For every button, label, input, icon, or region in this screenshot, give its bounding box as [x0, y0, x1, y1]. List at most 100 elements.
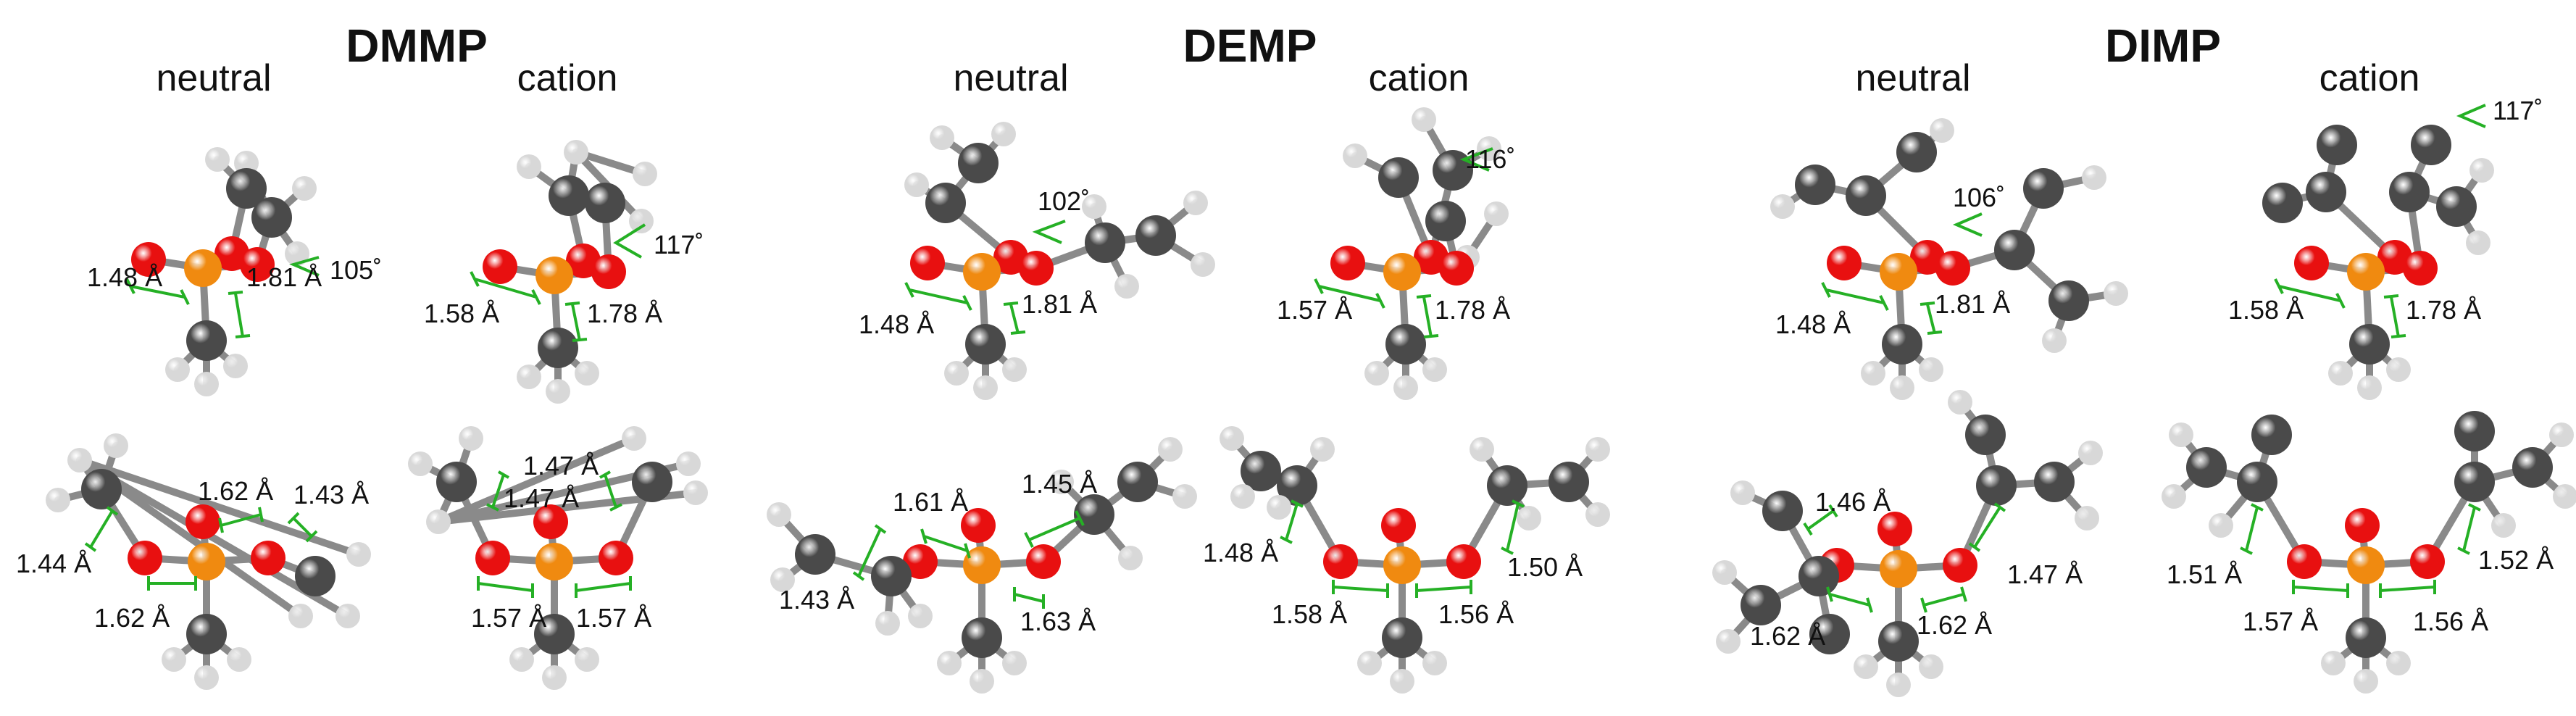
- carbon-atom: [2389, 172, 2430, 212]
- dmmp-neutral-po-bracket: [147, 576, 197, 591]
- oxygen-atom: [591, 254, 626, 289]
- carbon-atom: [295, 556, 335, 596]
- dmmp-cation-po-right-length: 1.57 Å: [576, 603, 651, 633]
- hydrogen-atom: [1114, 274, 1139, 299]
- hydrogen-atom: [194, 372, 219, 396]
- dmmp-neutral-po-double-length: 1.48 Å: [87, 262, 162, 292]
- hydrogen-atom: [564, 140, 588, 165]
- hydrogen-atom: [1712, 560, 1737, 585]
- hydrogen-atom: [1267, 495, 1291, 520]
- hydrogen-atom: [1357, 651, 1382, 675]
- hydrogen-atom: [1118, 546, 1143, 570]
- dimp-cation-oc-right-bracket: [2457, 503, 2481, 555]
- carbon-atom: [1085, 222, 1125, 263]
- demp-neutral-bottom-molecule: [767, 437, 1197, 694]
- carbon-atom: [958, 143, 999, 183]
- hydrogen-atom: [2042, 328, 2067, 353]
- hydrogen-atom: [2169, 422, 2193, 447]
- carbon-atom: [2317, 125, 2357, 165]
- hydrogen-atom: [2386, 651, 2411, 675]
- dimp-cation-po-right-bracket: [2379, 580, 2436, 598]
- carbon-atom: [585, 183, 625, 223]
- carbon-atom: [1741, 585, 1781, 625]
- hydrogen-atom: [1484, 201, 1509, 226]
- demp-neutral-pc-bracket: [1003, 301, 1026, 335]
- dimp-cation-po-left-length: 1.57 Å: [2243, 607, 2318, 636]
- hydrogen-atom: [1172, 484, 1197, 509]
- demp-neutral-molecule: [904, 122, 1215, 400]
- hydrogen-atom: [1220, 426, 1244, 451]
- hydrogen-atom: [1310, 437, 1335, 462]
- hydrogen-atom: [1049, 470, 1074, 494]
- carbon-atom: [1117, 462, 1158, 502]
- dimp-cation-oc-right-length: 1.52 Å: [2478, 545, 2554, 575]
- carbon-atom: [1385, 324, 1426, 365]
- hydrogen-atom: [770, 567, 795, 592]
- carbon-atom: [1277, 465, 1317, 506]
- carbon-atom: [2454, 462, 2495, 502]
- demp-cation-pc-length: 1.78 Å: [1435, 295, 1510, 325]
- hydrogen-atom: [629, 209, 654, 233]
- phosphorus-atom: [535, 257, 573, 294]
- hydrogen-atom: [1422, 357, 1447, 382]
- hydrogen-atom: [1082, 194, 1106, 219]
- hydrogen-atom: [292, 176, 317, 201]
- demp-neutral-angle-mark: [1032, 220, 1066, 244]
- dmmp-cation-po-double-length: 1.58 Å: [424, 299, 499, 328]
- carbon-atom: [1382, 617, 1422, 658]
- hydrogen-atom: [1585, 502, 1610, 527]
- phosphorus-atom: [963, 253, 1001, 291]
- hydrogen-atom: [683, 480, 708, 505]
- dimp-cation-angle: 117˚: [2493, 96, 2543, 125]
- carbon-atom: [1896, 132, 1937, 172]
- hydrogen-atom: [1861, 361, 1885, 386]
- dimp-neutral-po-left-length: 1.62 Å: [1750, 621, 1825, 651]
- demp-neutral-po-bracket: [904, 282, 972, 311]
- hydrogen-atom: [937, 651, 962, 675]
- hydrogen-atom: [459, 426, 483, 451]
- oxygen-atom: [1323, 544, 1358, 579]
- dimp-cation-oc-left-bracket: [2240, 503, 2264, 555]
- hydrogen-atom: [509, 647, 534, 672]
- phosphorus-atom: [188, 543, 225, 580]
- atoms-layer: [46, 104, 2576, 697]
- hydrogen-atom: [2328, 361, 2353, 386]
- demp-neutral-po-left-bracket: [920, 528, 971, 559]
- hydrogen-atom: [2491, 513, 2516, 538]
- carbon-atom: [2512, 447, 2553, 488]
- demp-neutral-oc-right-length: 1.45 Å: [1022, 469, 1097, 499]
- oxygen-atom: [1935, 251, 1970, 286]
- bond: [435, 435, 638, 525]
- dimp-neutral-molecule: [1770, 118, 2128, 400]
- demp-cation-po-double-length: 1.57 Å: [1277, 295, 1352, 325]
- hydrogen-atom: [1002, 651, 1027, 675]
- hydrogen-atom: [2078, 441, 2103, 465]
- hydrogen-atom: [1919, 357, 1943, 382]
- dimp-cation-oc-left-length: 1.51 Å: [2167, 559, 2242, 589]
- oxygen-atom: [1827, 246, 1862, 280]
- demp-cation-angle-mark: [1459, 147, 1493, 172]
- dmmp-cation-po-left-bracket: [477, 576, 534, 598]
- phosphorus-atom: [963, 546, 1001, 584]
- oxygen-atom: [1381, 508, 1416, 543]
- demp-cation-oc-right-bracket: [1501, 499, 1525, 555]
- carbon-atom: [1378, 157, 1419, 198]
- oxygen-atom: [2294, 246, 2329, 280]
- phosphorus-atom: [184, 249, 222, 287]
- hydrogen-atom: [575, 361, 599, 386]
- hydrogen-atom: [2209, 513, 2233, 538]
- carbon-atom: [1548, 462, 1589, 502]
- carbon-atom: [795, 534, 835, 575]
- dimp-neutral-bottom-molecule: [1712, 390, 2103, 697]
- hydrogen-atom: [165, 357, 190, 382]
- hydrogen-atom: [944, 361, 969, 386]
- carbon-atom: [1976, 465, 2017, 506]
- dmmp-neutral-angle-mark: [289, 256, 320, 277]
- hydrogen-atom: [2075, 506, 2099, 530]
- hydrogen-atom: [2549, 422, 2574, 447]
- oxygen-atom: [1026, 544, 1061, 579]
- demp-cation-po-right-bracket: [1415, 580, 1472, 598]
- carbon-atom: [2411, 125, 2451, 165]
- hydrogen-atom: [767, 502, 791, 527]
